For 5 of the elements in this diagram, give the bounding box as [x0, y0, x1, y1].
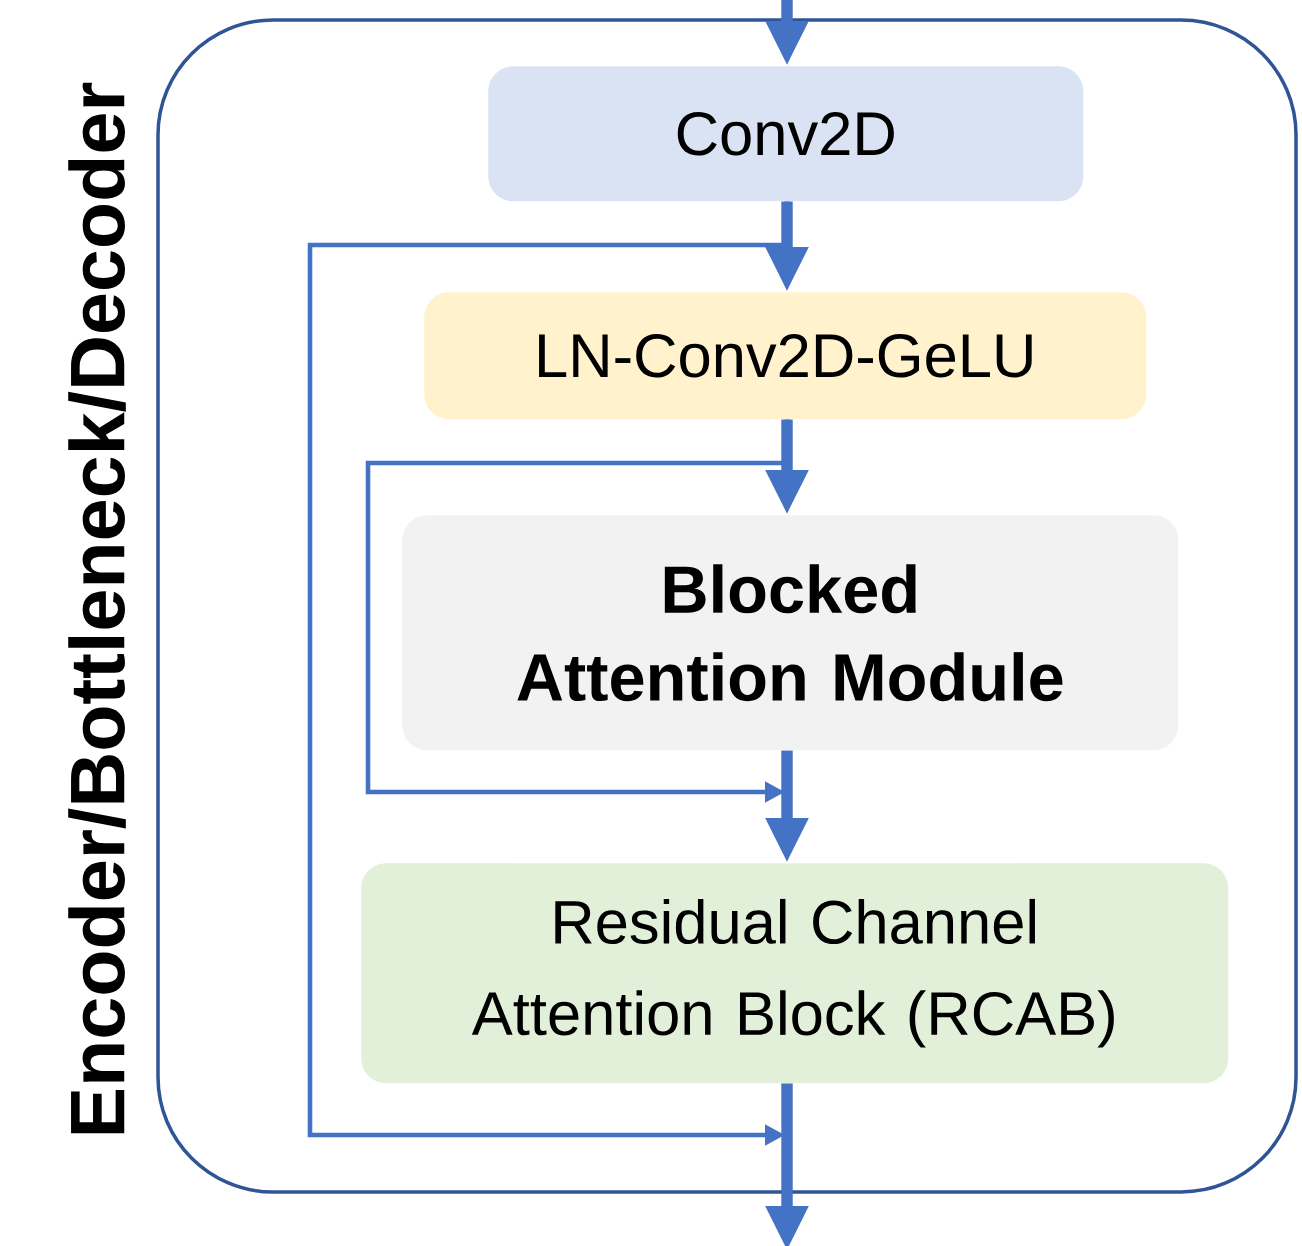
section-label: Encoder/Bottleneck/Decoder	[68, 82, 126, 1134]
process-box: Conv2D	[488, 66, 1084, 202]
block-box: Residual Channel Attention Block (RCAB)	[361, 863, 1229, 1084]
module-box: Blocked Attention Module	[402, 515, 1179, 751]
process-box: LN-Conv2D-GeLU	[424, 292, 1147, 420]
